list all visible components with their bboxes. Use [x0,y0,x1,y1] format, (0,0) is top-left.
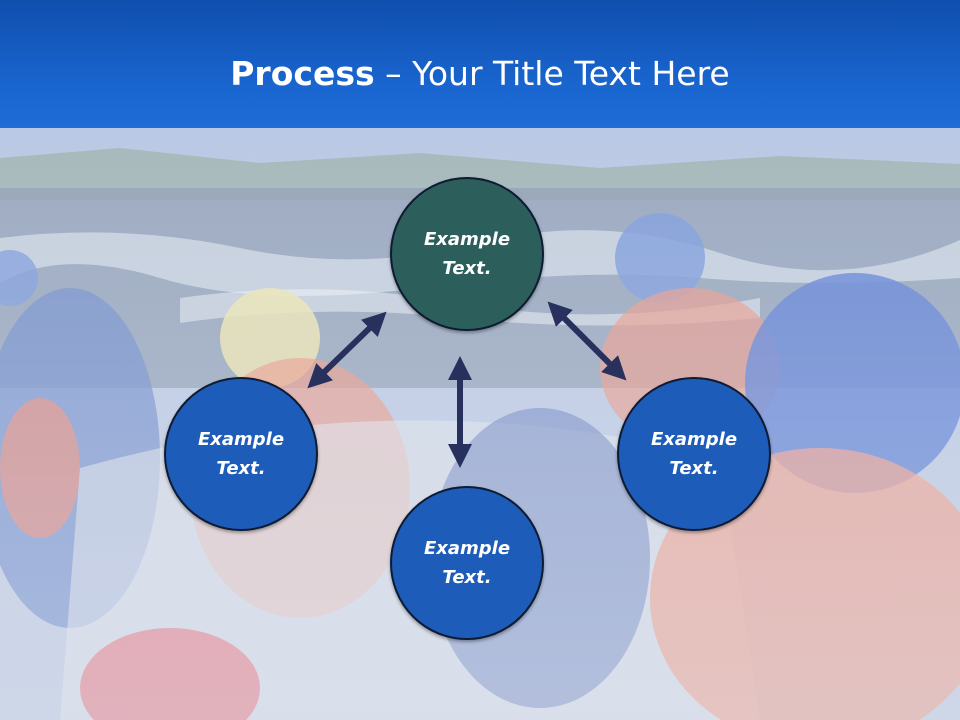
title-rest: – Your Title Text Here [374,54,730,93]
process-node-right[interactable]: Example Text. [617,377,771,531]
node-bottom-label: Example Text. [423,538,511,588]
title-strong: Process [230,54,375,93]
process-node-left[interactable]: Example Text. [164,377,318,531]
node-left-label: Example Text. [197,429,285,479]
node-top-label: Example Text. [423,229,511,279]
process-node-bottom[interactable]: Example Text. [390,486,544,640]
process-node-top[interactable]: Example Text. [390,177,544,331]
title-band: Process – Your Title Text Here [0,0,960,128]
slide-title[interactable]: Process – Your Title Text Here [0,52,960,96]
node-right-label: Example Text. [650,429,738,479]
